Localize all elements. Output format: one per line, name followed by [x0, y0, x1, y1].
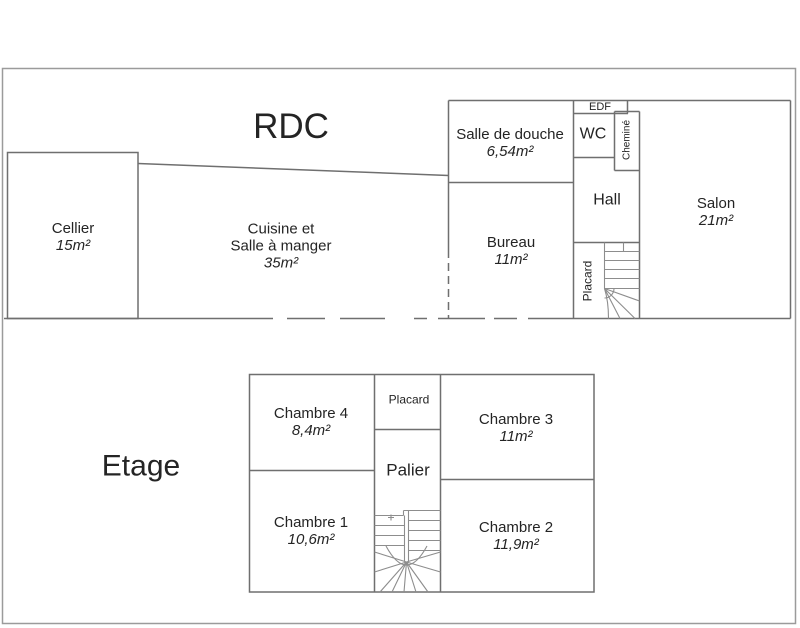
- room-label-chambre4: Chambre 4 8,4m²: [274, 405, 348, 439]
- room-label-chambre2: Chambre 2 11,9m²: [479, 519, 553, 553]
- room-label-edf: EDF: [589, 101, 611, 113]
- room-name-bureau: Bureau: [486, 234, 536, 251]
- etage-outline: [248, 373, 595, 593]
- room-label-placard-etage: Placard: [388, 392, 430, 407]
- room-label-chambre1: Chambre 1 10,6m²: [274, 514, 348, 548]
- room-label-cellier: Cellier 15m²: [52, 220, 95, 254]
- room-name-chambre2: Chambre 2: [478, 519, 554, 536]
- room-name-chambre4: Chambre 4: [273, 405, 349, 422]
- room-area-salon: 21m²: [698, 212, 734, 229]
- rdc-walls: [4, 99, 792, 320]
- room-name-chambre3: Chambre 3: [478, 411, 554, 428]
- room-area-chambre2: 11,9m²: [493, 536, 539, 553]
- room-name-salon: Salon: [696, 195, 736, 212]
- stairs-walkline-arc: [385, 545, 428, 566]
- stairs-direction-marker: [388, 514, 394, 521]
- room-label-wc: WC: [579, 125, 607, 143]
- outer-border: [1, 67, 797, 625]
- room-name-cuisine-line2: Salle à manger: [230, 237, 332, 255]
- room-area-chambre4: 8,4m²: [291, 422, 331, 439]
- etage-floor-title: Etage: [101, 449, 181, 483]
- etage-stairs-drawing: [374, 509, 441, 593]
- rdc-stairs-drawing: [603, 242, 640, 319]
- room-name-cellier: Cellier: [51, 220, 95, 237]
- room-name-chambre1: Chambre 1: [273, 514, 349, 531]
- cheminee-box: [614, 110, 641, 319]
- room-area-bureau: 11m²: [494, 251, 528, 268]
- room-name-salle-de-douche: Salle de douche: [456, 126, 564, 143]
- room-area-salle-de-douche: 6,54m²: [486, 143, 534, 160]
- room-label-placard-rdc: Placard: [580, 260, 595, 302]
- room-label-salon: Salon 21m²: [697, 195, 735, 229]
- room-label-cheminee: Cheminé: [621, 119, 633, 161]
- room-label-cuisine: Cuisine et Salle à manger 35m²: [231, 221, 332, 272]
- room-area-chambre3: 11m²: [499, 428, 533, 445]
- room-label-palier: Palier: [386, 460, 430, 480]
- wc-box: [573, 111, 616, 171]
- room-label-hall: Hall: [593, 191, 621, 209]
- room-area-cuisine: 35m²: [263, 254, 299, 272]
- etage-walls: [248, 373, 595, 593]
- room-label-bureau: Bureau 11m²: [487, 234, 535, 268]
- cuisine-slanted-wall: [137, 162, 449, 177]
- rdc-floor-title: RDC: [253, 107, 329, 146]
- room-area-chambre1: 10,6m²: [287, 531, 335, 548]
- room-area-cellier: 15m²: [55, 237, 91, 254]
- room-label-salle-de-douche: Salle de douche 6,54m²: [456, 126, 564, 160]
- room-name-cuisine-line1: Cuisine et: [247, 220, 315, 238]
- room-label-chambre3: Chambre 3 11m²: [479, 411, 553, 445]
